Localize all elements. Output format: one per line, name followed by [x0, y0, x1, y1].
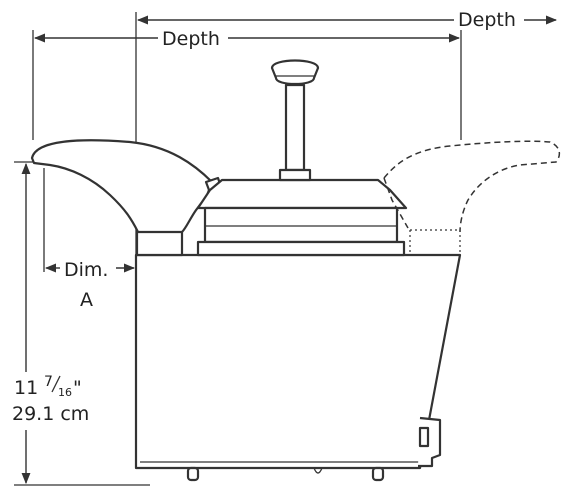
- foot-right: [371, 466, 385, 482]
- height-fraction-numerator: 7: [44, 374, 53, 390]
- depth-dimension-main: Depth: [33, 28, 461, 50]
- pump-jar-base: [196, 240, 406, 257]
- dim-a-label-line1: Dim.: [64, 259, 108, 281]
- depth-main-label: Depth: [162, 28, 220, 50]
- pump-lid: [196, 178, 408, 210]
- spout-alternate-outline: [383, 140, 561, 233]
- latch-knob: [418, 426, 430, 448]
- plunger-knob: [270, 59, 320, 86]
- height-metric-label: 29.1 cm: [12, 403, 89, 425]
- depth-top-label: Depth: [458, 9, 516, 31]
- spout-solid: [30, 139, 214, 234]
- pump-jar: [203, 206, 399, 244]
- cabinet-body: [134, 253, 462, 470]
- height-inch-mark: ": [73, 377, 82, 399]
- dim-a-label-line2: A: [80, 289, 93, 311]
- spout-alternate-lower: [383, 177, 409, 229]
- foot-left: [186, 466, 200, 482]
- spout-alternate-base: [409, 229, 461, 255]
- plunger-stem: [284, 83, 306, 172]
- height-fraction-denominator: 16: [58, 386, 72, 399]
- dispenser-drawing: [30, 59, 561, 482]
- dim-a-dimension: Dim. A: [44, 259, 136, 311]
- plunger-collar: [278, 168, 312, 182]
- height-dimension: 11 7 16 " 29.1 cm: [12, 162, 89, 485]
- height-whole-inches: 11: [14, 377, 38, 399]
- depth-dimension-top: Depth: [136, 9, 558, 31]
